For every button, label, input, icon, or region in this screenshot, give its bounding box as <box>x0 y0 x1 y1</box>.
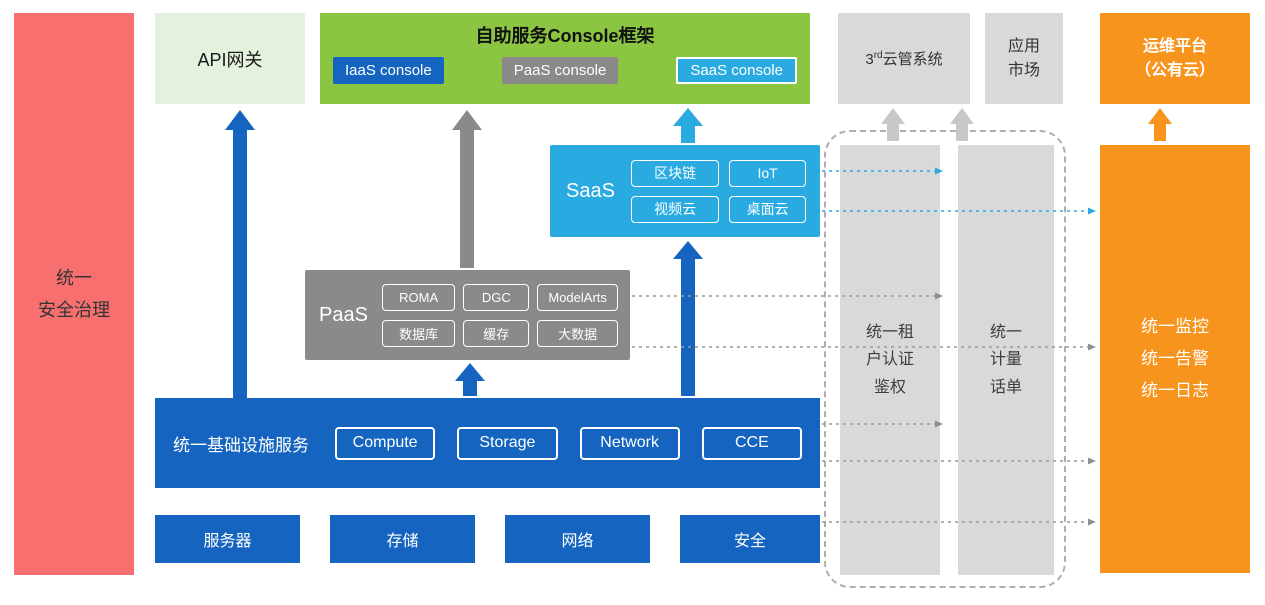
saas-layer-box: SaaS 区块链 IoT 视频云 桌面云 <box>550 145 820 237</box>
paas-item-bigdata: 大数据 <box>537 319 618 347</box>
paas-item-modelarts: ModelArts <box>537 283 618 311</box>
third-party-prefix: 3 <box>865 51 874 68</box>
security-governance-bar: 统一 安全治理 <box>14 13 134 575</box>
third-party-suffix: 云管系统 <box>882 51 943 68</box>
paas-items-grid: ROMA DGC ModelArts 数据库 缓存 大数据 <box>381 283 618 347</box>
saas-item-video-cloud: 视频云 <box>630 195 720 223</box>
console-framework-title: 自助服务Console框架 <box>475 26 655 46</box>
saas-items-grid: 区块链 IoT 视频云 桌面云 <box>630 159 806 223</box>
om-platform-label: 运维平台 （公有云） <box>1134 37 1215 79</box>
iaas-layer-box: 统一基础设施服务 Compute Storage Network CCE <box>155 398 820 488</box>
metering-label: 统一 计量 话单 <box>989 324 1022 396</box>
saas-item-blockchain: 区块链 <box>630 159 720 187</box>
saas-layer-label: SaaS <box>566 179 615 202</box>
api-gateway-label: API网关 <box>197 49 263 70</box>
paas-item-database: 数据库 <box>381 319 456 347</box>
tenant-auth-label: 统一租 户认证 鉴权 <box>865 324 914 396</box>
third-party-cloud-box: 3rd云管系统 <box>838 13 970 104</box>
arrow-iaas-to-api-gateway <box>225 110 255 398</box>
api-gateway-box: API网关 <box>155 13 305 104</box>
app-market-label: 应用 市场 <box>1007 37 1040 79</box>
hardware-storage-box: 存储 <box>330 515 475 563</box>
paas-item-dgc: DGC <box>463 283 530 311</box>
iaas-item-cce: CCE <box>701 426 802 460</box>
saas-item-desktop-cloud: 桌面云 <box>729 195 806 223</box>
third-party-sup: rd <box>873 50 883 61</box>
arrow-saas-to-console <box>673 108 703 143</box>
tenant-auth-bar: 统一租 户认证 鉴权 <box>840 145 940 575</box>
paas-console-chip: PaaS console <box>501 57 619 84</box>
arrow-iaas-to-saas <box>673 241 703 396</box>
iaas-items-row: Compute Storage Network CCE <box>335 426 802 460</box>
om-platform-box: 运维平台 （公有云） <box>1100 13 1250 104</box>
shared-services-dashed-container <box>824 130 1066 588</box>
arrow-iaas-to-paas <box>455 363 485 396</box>
console-framework-box: 自助服务Console框架 IaaS console PaaS console … <box>320 13 810 104</box>
paas-item-roma: ROMA <box>381 283 456 311</box>
security-governance-label: 统一 安全治理 <box>38 267 110 320</box>
app-market-box: 应用 市场 <box>985 13 1063 104</box>
iaas-item-network: Network <box>579 426 680 460</box>
hardware-security-box: 安全 <box>680 515 820 563</box>
iaas-layer-label: 统一基础设施服务 <box>173 435 309 455</box>
arrow-monitor-to-om-platform <box>1148 108 1172 141</box>
third-party-cloud-label: 3rd云管系统 <box>865 48 942 69</box>
saas-console-chip: SaaS console <box>676 57 797 84</box>
paas-layer-box: PaaS ROMA DGC ModelArts 数据库 缓存 大数据 <box>305 270 630 360</box>
arrow-paas-to-console <box>452 110 482 268</box>
paas-layer-label: PaaS <box>319 303 368 326</box>
monitoring-label: 统一监控 统一告警 统一日志 <box>1141 316 1209 401</box>
hardware-network-box: 网络 <box>505 515 650 563</box>
monitoring-bar: 统一监控 统一告警 统一日志 <box>1100 145 1250 573</box>
console-chip-row: IaaS console PaaS console SaaS console <box>320 48 810 84</box>
iaas-item-storage: Storage <box>457 426 558 460</box>
metering-bar: 统一 计量 话单 <box>958 145 1054 575</box>
hardware-server-box: 服务器 <box>155 515 300 563</box>
iaas-console-chip: IaaS console <box>333 57 444 84</box>
saas-item-iot: IoT <box>729 159 806 187</box>
iaas-item-compute: Compute <box>335 426 436 460</box>
paas-item-cache: 缓存 <box>463 319 530 347</box>
